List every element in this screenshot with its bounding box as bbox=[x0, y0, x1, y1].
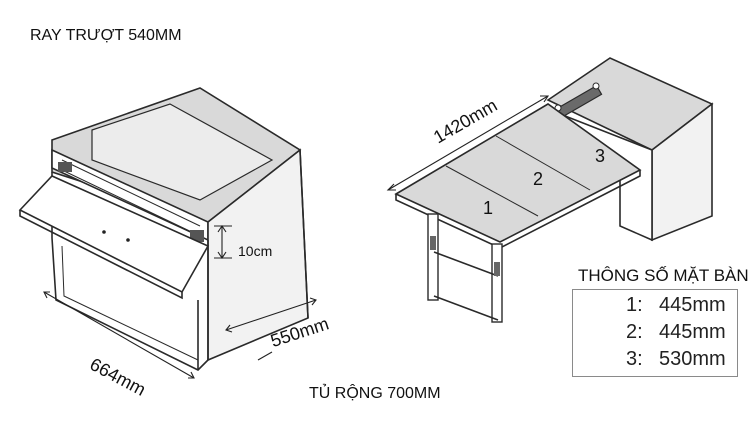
table-panel-2: 2 bbox=[533, 169, 544, 189]
dim-depth-line bbox=[225, 297, 317, 361]
spec-title: THÔNG SỐ MẶT BÀN bbox=[578, 266, 748, 285]
seam-2 bbox=[495, 135, 591, 191]
rail-slot-2 bbox=[61, 169, 201, 237]
spec-index: 1: bbox=[626, 294, 643, 316]
side-edge bbox=[299, 149, 309, 319]
cabinet-base bbox=[51, 237, 209, 371]
bottom-caption: TỦ RỘNG 700MM bbox=[309, 385, 441, 402]
drawer-knob-1 bbox=[102, 230, 106, 234]
seam-1 bbox=[445, 165, 539, 217]
table-panel-3: 3 bbox=[595, 146, 606, 166]
dim-table-length-line bbox=[386, 95, 550, 191]
table-leg bbox=[427, 213, 503, 323]
spec-index: 2: bbox=[626, 321, 643, 343]
inner-base bbox=[61, 245, 199, 361]
table-drawing bbox=[386, 57, 714, 323]
table-panel-1: 1 bbox=[483, 198, 494, 218]
drawer-knob-2 bbox=[126, 238, 130, 242]
cabinet-top-panel bbox=[91, 103, 274, 201]
dim-height-label: 10cm bbox=[238, 243, 273, 259]
spec-value: 445mm bbox=[659, 321, 726, 343]
spec-index: 3: bbox=[626, 348, 643, 370]
rail-slot-1 bbox=[61, 159, 201, 227]
spec-box: 1: 445mm 2: 445mm 3: 530mm bbox=[572, 289, 738, 377]
vent-left bbox=[58, 162, 72, 172]
spec-value: 530mm bbox=[659, 348, 726, 370]
slide-wheel-2 bbox=[592, 82, 600, 90]
drawer-front bbox=[18, 175, 210, 294]
drawer-thickness bbox=[19, 210, 183, 300]
dim-width-line bbox=[43, 291, 195, 379]
spec-value: 445mm bbox=[659, 294, 726, 316]
cabinet-drawing bbox=[18, 87, 317, 379]
dim-height-line bbox=[214, 225, 232, 259]
top-caption: RAY TRƯỢT 540MM bbox=[30, 27, 182, 44]
